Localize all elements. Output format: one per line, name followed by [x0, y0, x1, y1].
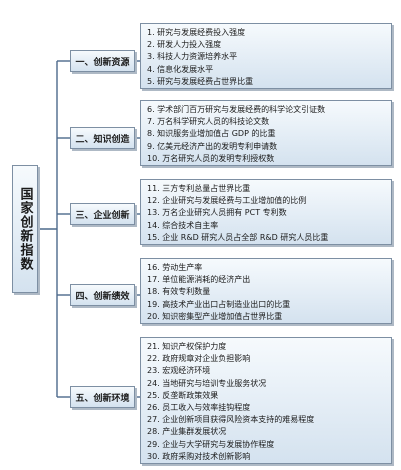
indicator-item: 27. 企业创新项目获得风险资本支持的难易程度: [147, 415, 315, 425]
category-label: 三、企业创新: [75, 210, 130, 221]
indicator-list-enterprise-innovation: 11. 三方专利总量占世界比重 12. 企业研究与发展经费与工业增加值的比例 1…: [140, 179, 392, 245]
indicator-item: 29. 企业与大学研究与发展协作程度: [147, 439, 275, 449]
indicator-item: 26. 员工收入与效率挂钩程度: [147, 403, 251, 413]
indicator-item: 18. 有效专利数量: [147, 287, 211, 297]
category-node-enterprise-innovation: 三、企业创新: [70, 203, 135, 225]
root-label: 国家创新指数: [17, 187, 33, 271]
indicator-item: 21. 知识产权保护力度: [147, 342, 227, 351]
indicator-item: 5. 研究与发展经费占世界比重: [147, 76, 254, 86]
indicator-list-innovation-performance: 16. 劳动生产率 17. 单位能源消耗的经济产出 18. 有效专利数量 19.…: [140, 258, 392, 324]
indicator-item: 19. 高技术产业出口占制造业出口的比重: [147, 299, 291, 309]
category-node-innovation-resources: 一、创新资源: [70, 50, 135, 72]
indicator-item: 9. 亿美元经济产出的发明专利申请数: [147, 141, 278, 151]
indicator-item: 28. 产业集群发展状况: [147, 427, 227, 437]
indicator-item: 22. 政府规章对企业负担影响: [147, 354, 251, 364]
indicator-item: 20. 知识密集型产业增加值占世界比重: [147, 311, 283, 321]
indicator-item: 2. 研发人力投入强度: [147, 40, 222, 50]
indicator-item: 24. 当地研究与培训专业服务状况: [147, 378, 267, 388]
indicator-item: 7. 万名科学研究人员的科技论文数: [147, 117, 270, 127]
indicator-item: 6. 学术部门百万研究与发展经费的科学论文引证数: [147, 105, 326, 114]
indicator-item: 3. 科技人力资源培养水平: [147, 52, 238, 62]
category-node-innovation-environment: 五、创新环境: [70, 386, 135, 408]
indicator-item: 8. 知识服务业增加值占 GDP 的比重: [147, 129, 276, 139]
indicator-item: 15. 企业 R&D 研究人员占全部 R&D 研究人员比重: [147, 232, 329, 242]
indicator-list-knowledge-creation: 6. 学术部门百万研究与发展经费的科学论文引证数 7. 万名科学研究人员的科技论…: [140, 100, 392, 166]
indicator-item: 1. 研究与发展经费投入强度: [147, 28, 246, 37]
indicator-item: 14. 综合技术自主率: [147, 220, 219, 230]
category-label: 五、创新环境: [75, 393, 130, 404]
indicator-item: 12. 企业研究与发展经费与工业增加值的比例: [147, 196, 307, 206]
category-node-innovation-performance: 四、创新绩效: [70, 284, 135, 306]
indicator-item: 30. 政府采购对技术创新影响: [147, 451, 251, 461]
indicator-item: 11. 三方专利总量占世界比重: [147, 184, 251, 193]
indicator-item: 16. 劳动生产率: [147, 263, 203, 272]
root-node: 国家创新指数: [12, 165, 38, 293]
category-label: 一、创新资源: [75, 57, 130, 68]
indicator-item: 10. 万名研究人员的发明专利授权数: [147, 153, 275, 163]
indicator-item: 13. 万名企业研究人员拥有 PCT 专利数: [147, 208, 287, 218]
category-label: 四、创新绩效: [75, 291, 130, 302]
indicator-list-innovation-resources: 1. 研究与发展经费投入强度 2. 研发人力投入强度 3. 科技人力资源培养水平…: [140, 23, 392, 89]
indicator-item: 23. 宏观经济环境: [147, 366, 211, 376]
indicator-list-innovation-environment: 21. 知识产权保护力度 22. 政府规章对企业负担影响 23. 宏观经济环境 …: [140, 337, 392, 464]
category-label: 二、知识创造: [75, 134, 130, 145]
category-node-knowledge-creation: 二、知识创造: [70, 127, 135, 149]
indicator-item: 17. 单位能源消耗的经济产出: [147, 275, 251, 285]
indicator-item: 25. 反垄断政策效果: [147, 390, 219, 400]
indicator-item: 4. 信息化发展水平: [147, 64, 214, 74]
